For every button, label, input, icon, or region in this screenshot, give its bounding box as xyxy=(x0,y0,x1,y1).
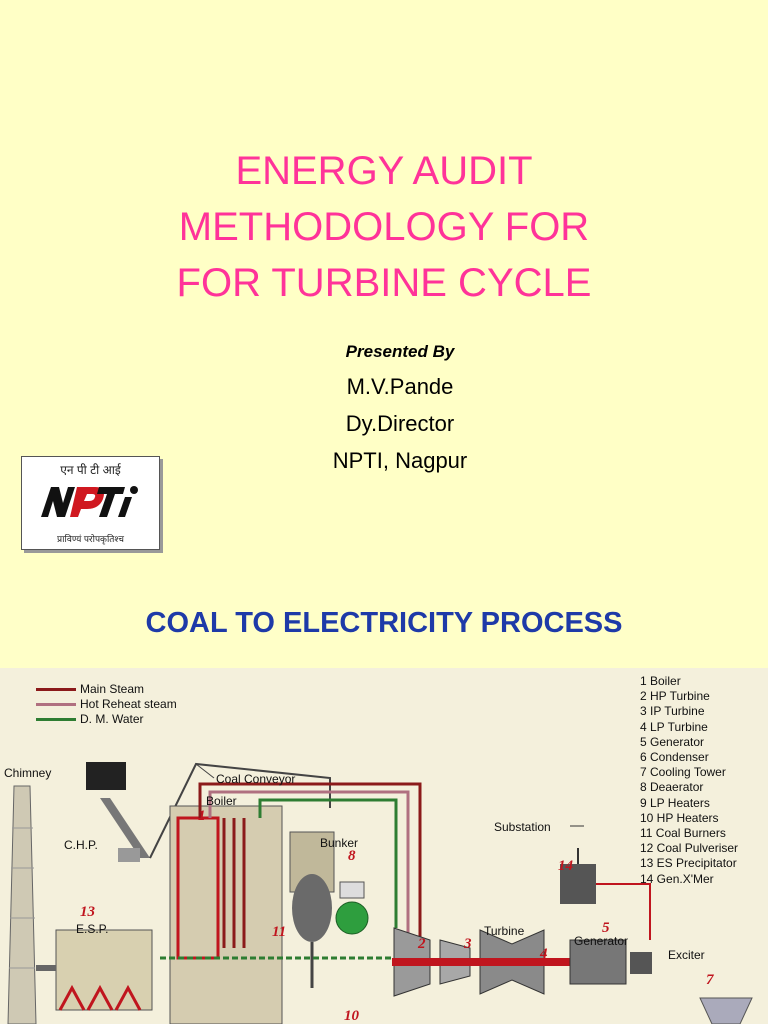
marker-7: 7 xyxy=(706,972,714,988)
component-item: 2 HP Turbine xyxy=(640,689,710,704)
component-item: 9 LP Heaters xyxy=(640,795,710,810)
label-bunker: Bunker xyxy=(320,836,359,850)
marker-14: 14 xyxy=(558,858,573,874)
label-boiler: Boiler xyxy=(206,794,237,808)
marker-13: 13 xyxy=(80,904,95,920)
marker-1: 1 xyxy=(198,808,206,824)
label-coal-conveyor: Coal Conveyor xyxy=(216,772,296,786)
presenter-name: M.V.Pande xyxy=(346,374,454,399)
legend-main-steam: Main Steam xyxy=(36,682,144,696)
label-exciter: Exciter xyxy=(668,948,705,962)
marker-3: 3 xyxy=(464,936,472,952)
presenter-designation: Dy.Director xyxy=(345,411,455,436)
legend-dm-water: D. M. Water xyxy=(36,712,144,726)
label-esp: E.S.P. xyxy=(76,922,109,936)
marker-10: 10 xyxy=(344,1008,359,1024)
title-slide: ENERGY AUDIT METHODOLOGY FOR FOR TURBINE… xyxy=(0,143,768,550)
title-line: METHODOLOGY FOR xyxy=(178,205,590,249)
component-item: 5 Generator xyxy=(640,734,705,749)
component-item: 8 Deaerator xyxy=(640,780,704,795)
component-item: 12 Coal Pulveriser xyxy=(640,841,739,856)
presenter-organization: NPTI, Nagpur xyxy=(332,448,468,473)
component-item: 10 HP Heaters xyxy=(640,810,719,825)
component-item: 1 Boiler xyxy=(640,674,681,688)
marker-2: 2 xyxy=(418,936,426,952)
title-line: ENERGY AUDIT xyxy=(235,149,533,193)
label-turbine: Turbine xyxy=(484,924,525,938)
marker-4: 4 xyxy=(540,946,548,962)
component-item: 11 Coal Burners xyxy=(640,826,726,841)
legend-hot-reheat-steam: Hot Reheat steam xyxy=(36,697,177,711)
component-item: 14 Gen.X'Mer xyxy=(640,871,714,886)
npti-logo: एन पी टी आई प्राविण्यं परोपकृतिश्च xyxy=(21,456,160,550)
logo-hindi-text: एन पी टी आई xyxy=(60,463,121,477)
title-line: FOR TURBINE CYCLE xyxy=(176,261,592,305)
slide-title: ENERGY AUDIT METHODOLOGY FOR FOR TURBINE… xyxy=(0,143,768,311)
component-list: 1 Boiler 2 HP Turbine 3 IP Turbine 4 LP … xyxy=(640,674,738,887)
marker-5: 5 xyxy=(602,920,610,936)
component-item: 13 ES Precipitator xyxy=(640,856,737,871)
section-title: COAL TO ELECTRICITY PROCESS xyxy=(145,607,623,639)
process-diagram: Main Steam Hot Reheat steam D. M. Water … xyxy=(0,668,768,1024)
marker-11: 11 xyxy=(272,924,287,940)
presented-by-label: Presented By xyxy=(345,342,455,361)
component-item: 4 LP Turbine xyxy=(640,719,708,734)
npti-wordmark-logo xyxy=(41,486,138,517)
logo-hindi-motto: प्राविण्यं परोपकृतिश्च xyxy=(57,534,124,544)
label-substation: Substation xyxy=(494,820,551,834)
label-chimney: Chimney xyxy=(4,766,52,780)
component-item: 6 Condenser xyxy=(640,750,709,765)
label-generator: Generator xyxy=(574,934,629,948)
label-chp: C.H.P. xyxy=(64,838,98,852)
component-item: 3 IP Turbine xyxy=(640,704,705,719)
marker-8: 8 xyxy=(348,848,356,864)
component-item: 7 Cooling Tower xyxy=(640,765,726,780)
process-diagram-drawing xyxy=(7,762,753,1024)
